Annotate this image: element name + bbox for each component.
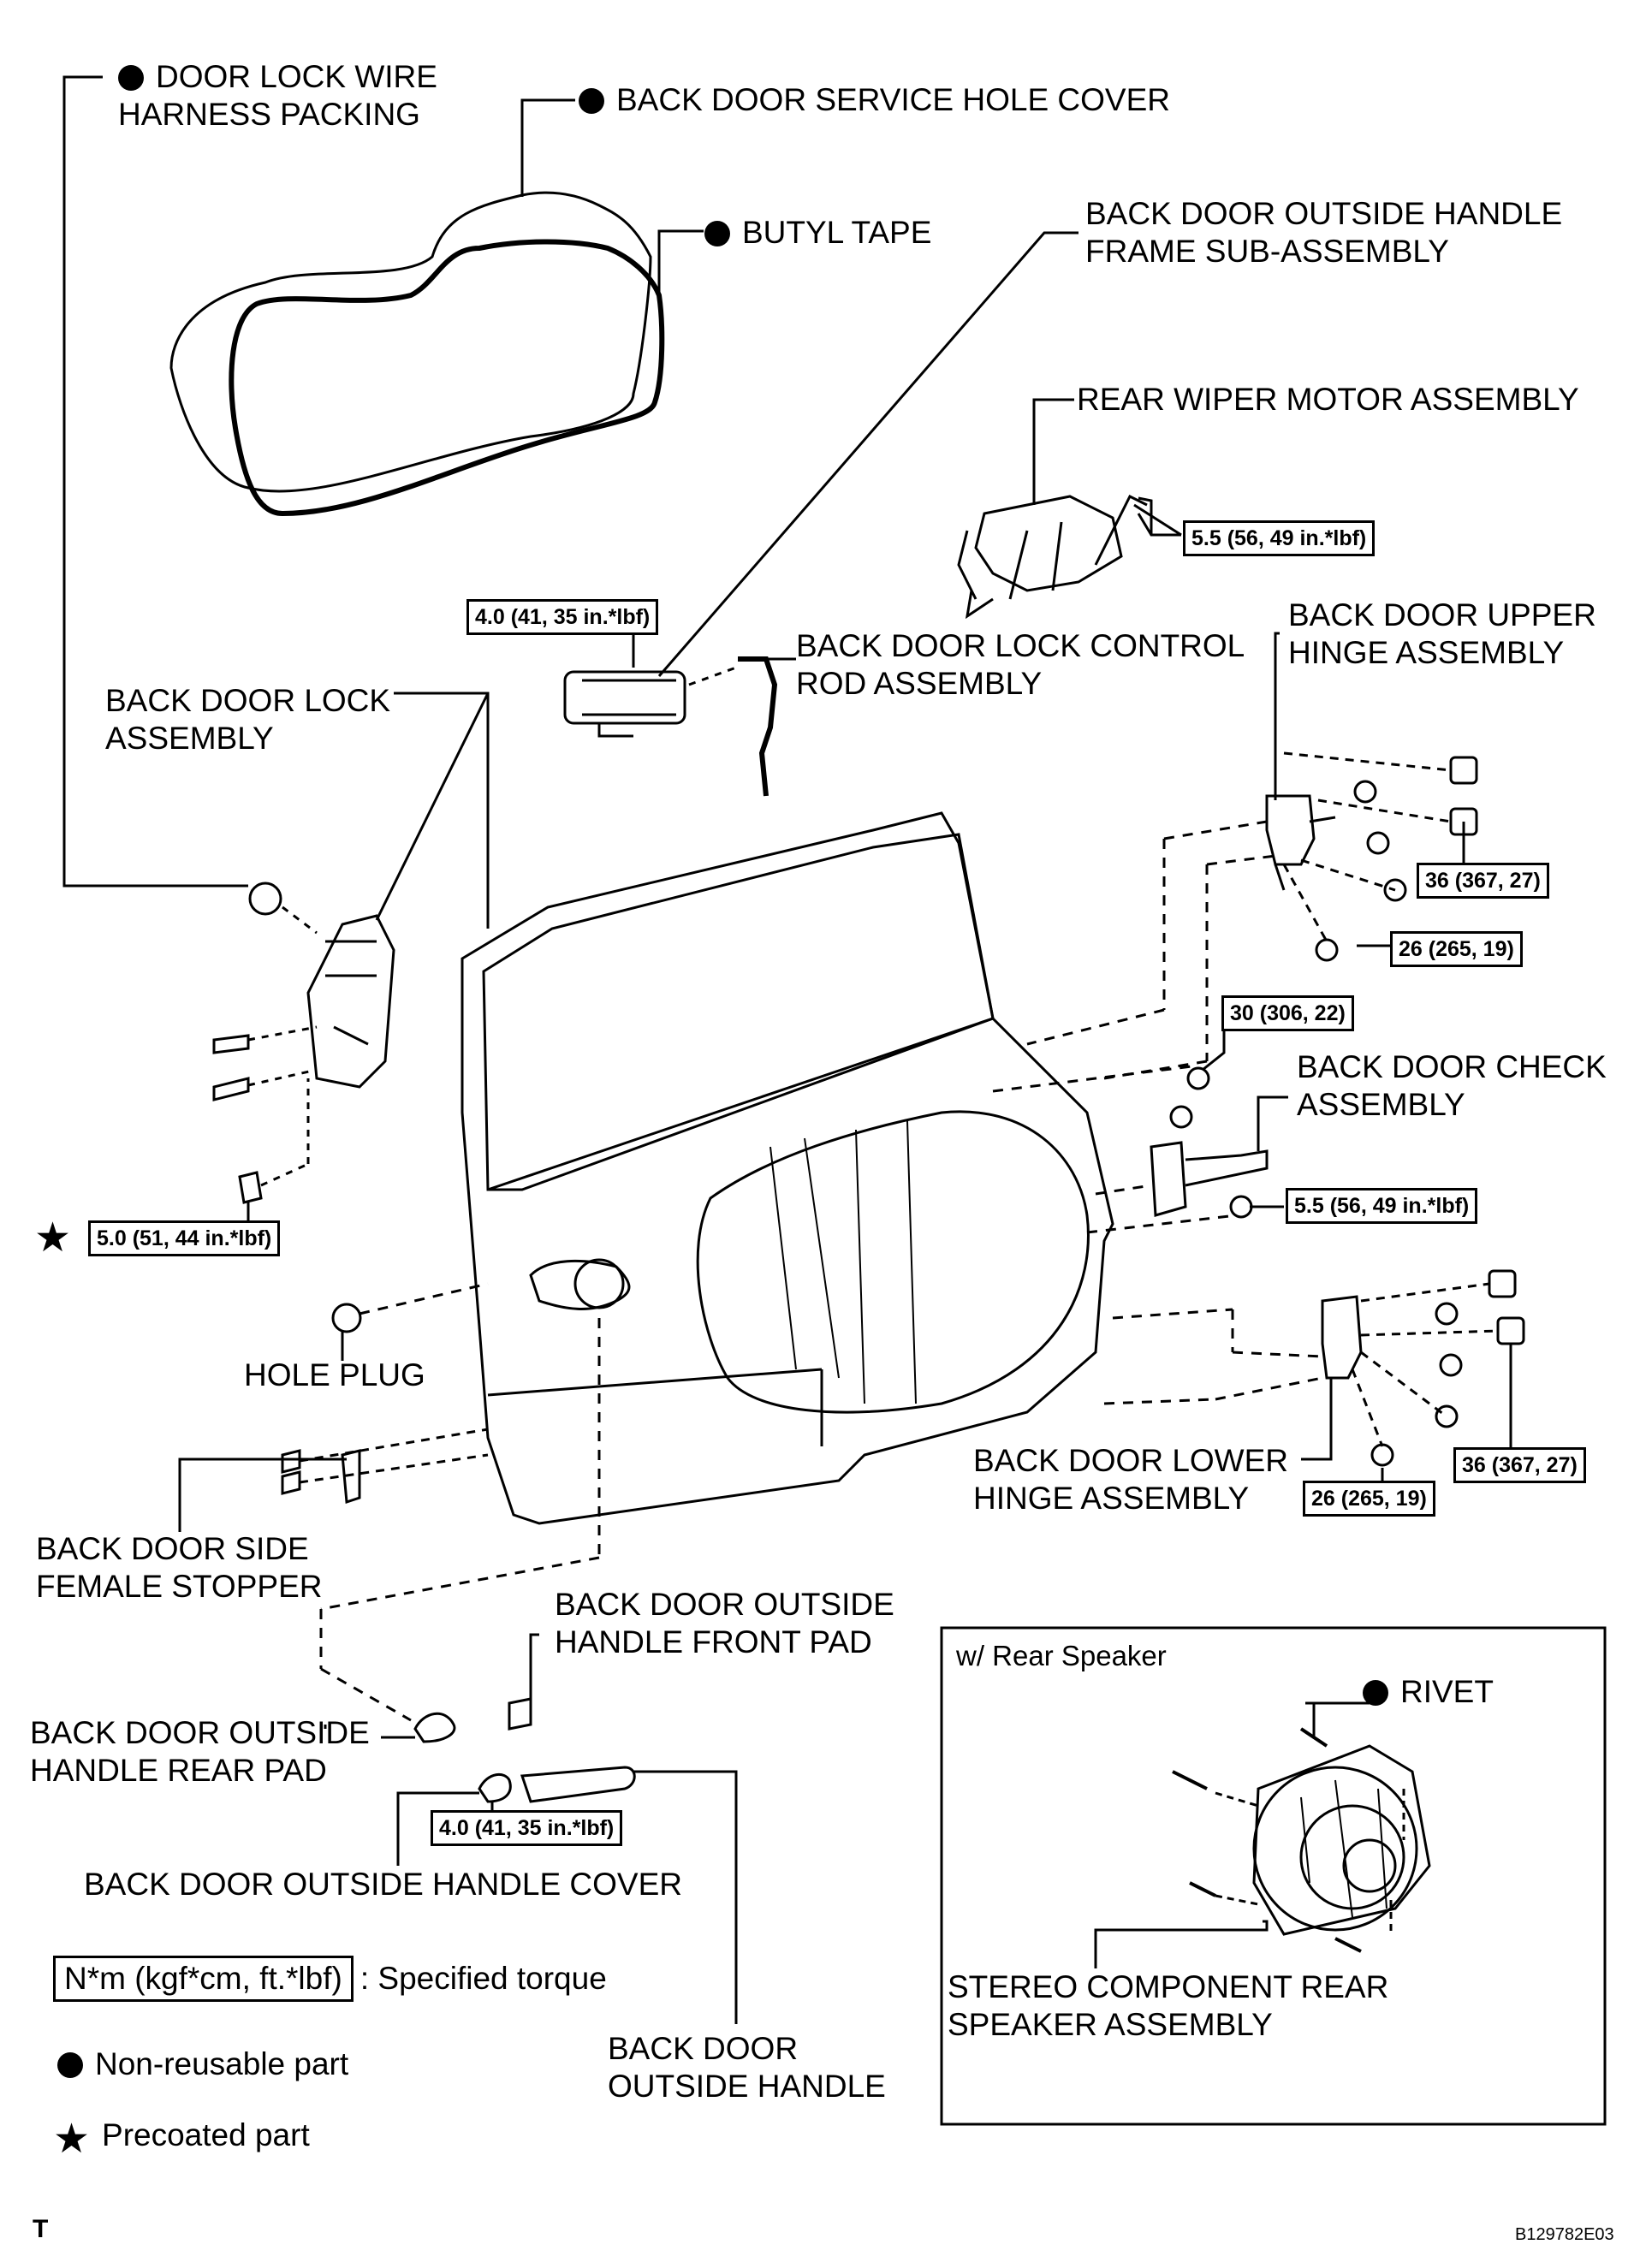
label-text: STEREO COMPONENT REAR xyxy=(948,1969,1389,2004)
label-text: BUTYL TAPE xyxy=(742,215,932,250)
label-text: BACK DOOR UPPER xyxy=(1288,597,1596,632)
torque-frame: 4.0 (41, 35 in.*lbf) xyxy=(466,599,659,635)
label-text: BACK DOOR LOCK xyxy=(105,683,391,718)
label-outside-handle: BACK DOOR OUTSIDE HANDLE xyxy=(608,2030,886,2105)
label-text: FRAME SUB-ASSEMBLY xyxy=(1085,234,1449,269)
inset-title: w/ Rear Speaker xyxy=(956,1640,1167,1671)
label-butyl-tape: BUTYL TAPE xyxy=(704,214,931,252)
label-stereo-speaker: STEREO COMPONENT REAR SPEAKER ASSEMBLY xyxy=(948,1968,1388,2044)
label-text: DOOR LOCK WIRE xyxy=(156,59,437,94)
torque-upper-hinge-36: 36 (367, 27) xyxy=(1417,863,1549,899)
label-upper-hinge: BACK DOOR UPPER HINGE ASSEMBLY xyxy=(1288,597,1596,672)
label-text: HARNESS PACKING xyxy=(118,97,420,132)
label-text: BACK DOOR OUTSIDE HANDLE COVER xyxy=(84,1867,683,1902)
label-text: FEMALE STOPPER xyxy=(36,1569,323,1604)
label-outside-handle-rear-pad: BACK DOOR OUTSIDE HANDLE REAR PAD xyxy=(30,1714,370,1790)
label-text: BACK DOOR LOCK CONTROL xyxy=(796,628,1245,663)
legend-precoated: ★ Precoated part xyxy=(53,2117,310,2162)
label-text: HOLE PLUG xyxy=(244,1357,425,1392)
label-outside-handle-front-pad: BACK DOOR OUTSIDE HANDLE FRONT PAD xyxy=(555,1586,894,1661)
label-rivet: RIVET xyxy=(1363,1673,1494,1711)
footer-left: T xyxy=(33,2215,49,2243)
legend-torque-text: : Specified torque xyxy=(359,1961,607,1996)
legend-non-reusable: Non-reusable part xyxy=(57,2045,348,2083)
torque-lock-row: ★ xyxy=(34,1215,83,1261)
non-reusable-icon xyxy=(1363,1680,1388,1706)
torque-lock: 5.0 (51, 44 in.*lbf) xyxy=(88,1220,281,1256)
label-lower-hinge: BACK DOOR LOWER HINGE ASSEMBLY xyxy=(973,1442,1288,1517)
label-hole-plug: HOLE PLUG xyxy=(244,1357,425,1394)
label-rear-wiper-motor: REAR WIPER MOTOR ASSEMBLY xyxy=(1077,381,1579,419)
label-text: BACK DOOR OUTSIDE xyxy=(555,1587,894,1622)
non-reusable-icon xyxy=(704,221,730,246)
non-reusable-icon xyxy=(118,65,144,91)
label-outside-handle-frame: BACK DOOR OUTSIDE HANDLE FRAME SUB-ASSEM… xyxy=(1085,195,1562,270)
torque-check-55: 5.5 (56, 49 in.*lbf) xyxy=(1286,1188,1478,1224)
label-text: ASSEMBLY xyxy=(105,721,274,756)
legend-torque: N*m (kgf*cm, ft.*lbf): Specified torque xyxy=(53,1956,607,2002)
label-text: HANDLE REAR PAD xyxy=(30,1753,327,1788)
label-text: HANDLE FRONT PAD xyxy=(555,1624,872,1659)
legend-text: Precoated part xyxy=(102,2117,310,2152)
label-text: OUTSIDE HANDLE xyxy=(608,2069,886,2104)
legend-text: Non-reusable part xyxy=(95,2046,349,2081)
torque-lower-hinge-26: 26 (265, 19) xyxy=(1303,1481,1435,1517)
label-text: HINGE ASSEMBLY xyxy=(1288,635,1565,670)
label-text: BACK DOOR xyxy=(608,2031,799,2066)
precoated-icon: ★ xyxy=(34,1215,72,1261)
torque-lower-hinge-36: 36 (367, 27) xyxy=(1453,1447,1586,1483)
label-text: BACK DOOR SIDE xyxy=(36,1531,309,1566)
label-door-lock-wire-harness-packing: DOOR LOCK WIRE HARNESS PACKING xyxy=(118,58,437,134)
label-text: REAR WIPER MOTOR ASSEMBLY xyxy=(1077,382,1579,417)
torque-wiper: 5.5 (56, 49 in.*lbf) xyxy=(1183,520,1376,556)
label-service-hole-cover: BACK DOOR SERVICE HOLE COVER xyxy=(579,81,1170,119)
label-check-assembly: BACK DOOR CHECK ASSEMBLY xyxy=(1297,1048,1607,1124)
label-text: BACK DOOR LOWER xyxy=(973,1443,1288,1478)
label-side-female-stopper: BACK DOOR SIDE FEMALE STOPPER xyxy=(36,1530,322,1606)
label-text: SPEAKER ASSEMBLY xyxy=(948,2007,1273,2042)
torque-handle: 4.0 (41, 35 in.*lbf) xyxy=(431,1810,623,1846)
torque-check-30: 30 (306, 22) xyxy=(1221,995,1354,1031)
label-outside-handle-cover: BACK DOOR OUTSIDE HANDLE COVER xyxy=(84,1866,682,1903)
label-text: HINGE ASSEMBLY xyxy=(973,1481,1250,1516)
label-lock-control-rod: BACK DOOR LOCK CONTROL ROD ASSEMBLY xyxy=(796,627,1245,703)
label-text: ROD ASSEMBLY xyxy=(796,666,1043,701)
label-text: BACK DOOR CHECK xyxy=(1297,1049,1607,1084)
precoated-icon: ★ xyxy=(53,2117,91,2162)
label-text: BACK DOOR OUTSIDE xyxy=(30,1715,370,1750)
footer-code: B129782E03 xyxy=(1515,2225,1614,2244)
non-reusable-icon xyxy=(579,88,604,114)
label-text: RIVET xyxy=(1400,1674,1494,1709)
label-back-door-lock: BACK DOOR LOCK ASSEMBLY xyxy=(105,682,390,757)
label-text: BACK DOOR OUTSIDE HANDLE xyxy=(1085,196,1563,231)
torque-upper-hinge-26: 26 (265, 19) xyxy=(1390,931,1523,967)
non-reusable-icon xyxy=(57,2052,83,2078)
legend-torque-unit: N*m (kgf*cm, ft.*lbf) xyxy=(53,1956,354,2002)
label-text: ASSEMBLY xyxy=(1297,1087,1465,1122)
label-text: BACK DOOR SERVICE HOLE COVER xyxy=(616,82,1170,117)
